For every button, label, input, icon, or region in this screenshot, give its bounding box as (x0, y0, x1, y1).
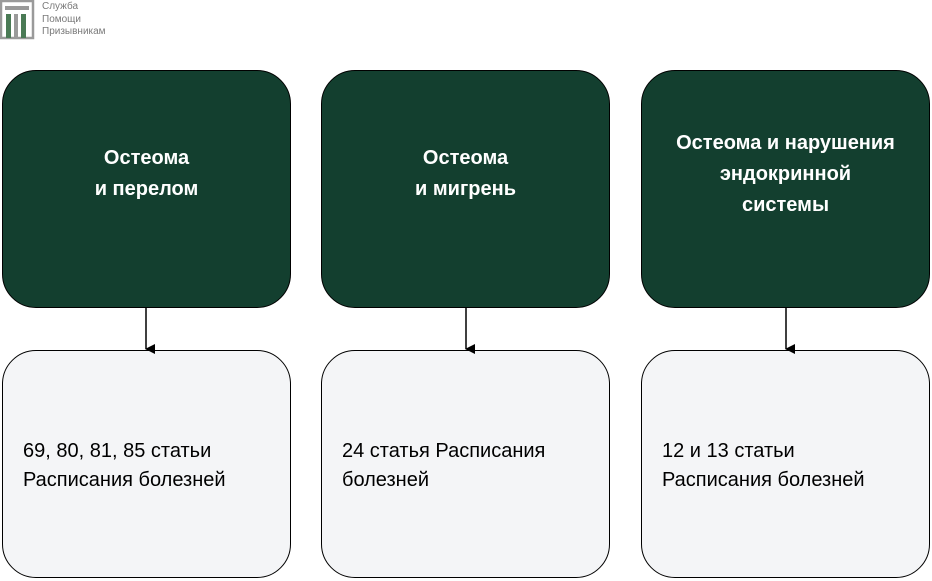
logo: Служба Помощи Призывникам (0, 0, 120, 42)
header-line: Остеома (422, 147, 509, 169)
detail-label: 24 статья Расписания болезней (342, 437, 545, 495)
logo-line-3: Призывникам (42, 26, 106, 37)
detail-label: 12 и 13 статьи Расписания болезней (662, 437, 865, 495)
detail-line: Расписания болезней (23, 469, 226, 491)
detail-box-fracture: 69, 80, 81, 85 статьи Расписания болезне… (2, 350, 291, 578)
header-line: и мигрень (415, 178, 516, 200)
detail-line: болезней (342, 469, 430, 491)
logo-line-1: Служба (42, 1, 79, 12)
detail-line: Расписания болезней (662, 469, 865, 491)
logo-line-2: Помощи (42, 13, 81, 25)
detail-label: 69, 80, 81, 85 статьи Расписания болезне… (23, 437, 226, 495)
logo-mark-icon (0, 0, 35, 40)
logo-text: Служба Помощи Призывникам (42, 1, 106, 39)
detail-box-migraine: 24 статья Расписания болезней (321, 350, 610, 578)
header-line: и перелом (94, 178, 199, 200)
header-label: Остеома и нарушения эндокринной системы (676, 128, 895, 221)
header-box-migraine: Остеома и мигрень (321, 70, 610, 308)
header-line: Остеома (103, 147, 190, 169)
header-line: Остеома и нарушения (676, 131, 895, 154)
header-line: системы (741, 193, 830, 216)
detail-line: 24 статья Расписания (342, 440, 546, 462)
header-box-endocrine: Остеома и нарушения эндокринной системы (641, 70, 930, 308)
header-label: Остеома и мигрень (415, 143, 516, 205)
header-line: эндокринной (719, 162, 852, 185)
detail-line: 12 и 13 статьи (662, 440, 795, 462)
detail-box-endocrine: 12 и 13 статьи Расписания болезней (641, 350, 930, 578)
detail-line: 69, 80, 81, 85 статьи (23, 440, 212, 462)
header-label: Остеома и перелом (95, 143, 199, 205)
header-box-fracture: Остеома и перелом (2, 70, 291, 308)
